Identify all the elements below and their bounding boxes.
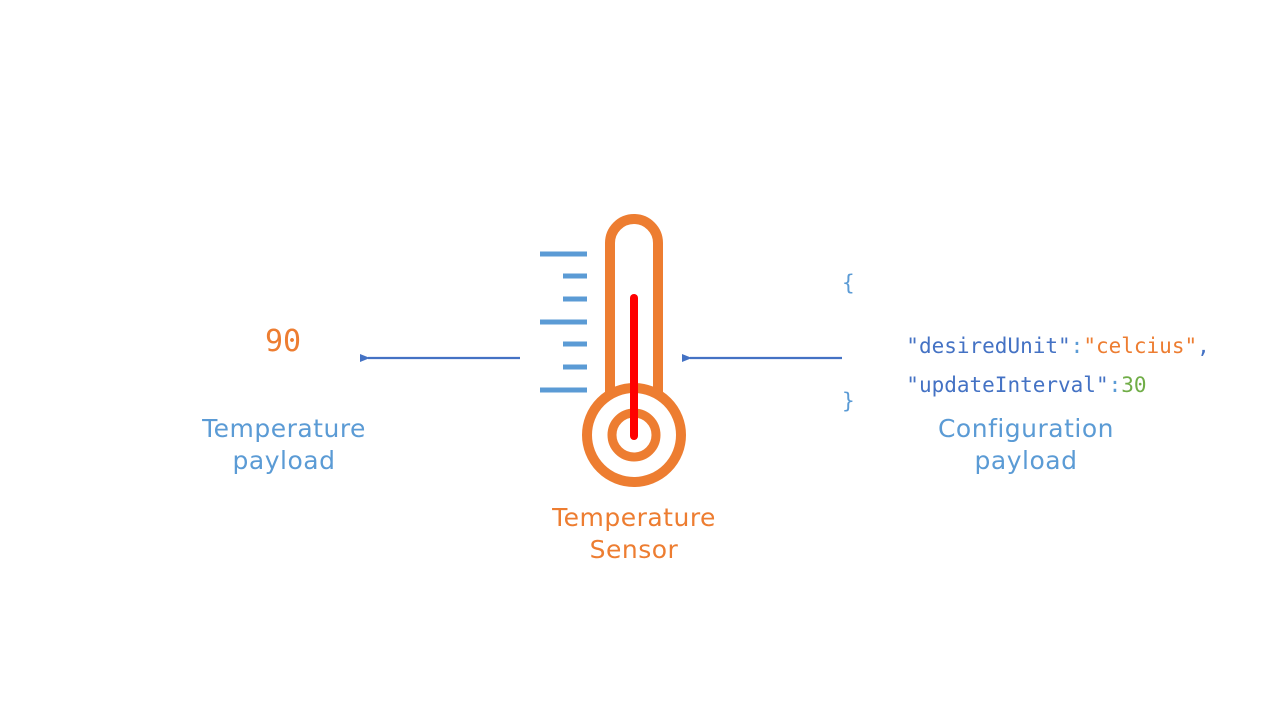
- temperature-sensor-label-line1: Temperature: [552, 503, 716, 532]
- scale-ticks: [540, 251, 587, 393]
- json-key-update-interval: "updateInterval": [906, 373, 1109, 397]
- json-close-brace: }: [842, 389, 855, 413]
- thermometer-tube: [605, 214, 663, 392]
- json-colon: :: [1070, 334, 1084, 358]
- configuration-payload-label: Configuration payload: [916, 413, 1136, 477]
- temperature-payload-label: Temperature payload: [184, 413, 384, 477]
- temperature-sensor-label-line2: Sensor: [589, 535, 679, 564]
- json-value-update-interval: 30: [1121, 373, 1147, 397]
- json-line-update-interval: "updateInterval":30: [881, 349, 1147, 397]
- json-colon: :: [1108, 373, 1122, 397]
- temperature-payload-label-line1: Temperature: [202, 414, 366, 443]
- json-open-brace: {: [842, 271, 855, 295]
- configuration-payload-label-line1: Configuration: [937, 414, 1115, 443]
- json-line-desired-unit: "desiredUnit":"celcius",: [881, 310, 1210, 358]
- temperature-sensor-label: Temperature Sensor: [532, 502, 736, 566]
- json-comma: ,: [1197, 334, 1210, 358]
- configuration-payload-label-line2: payload: [974, 446, 1078, 475]
- json-value-desired-unit: "celcius": [1083, 334, 1198, 358]
- thermometer-icon: [582, 214, 686, 487]
- json-key-desired-unit: "desiredUnit": [906, 334, 1071, 358]
- temperature-value: 90: [265, 324, 302, 359]
- temperature-payload-label-line2: payload: [232, 446, 336, 475]
